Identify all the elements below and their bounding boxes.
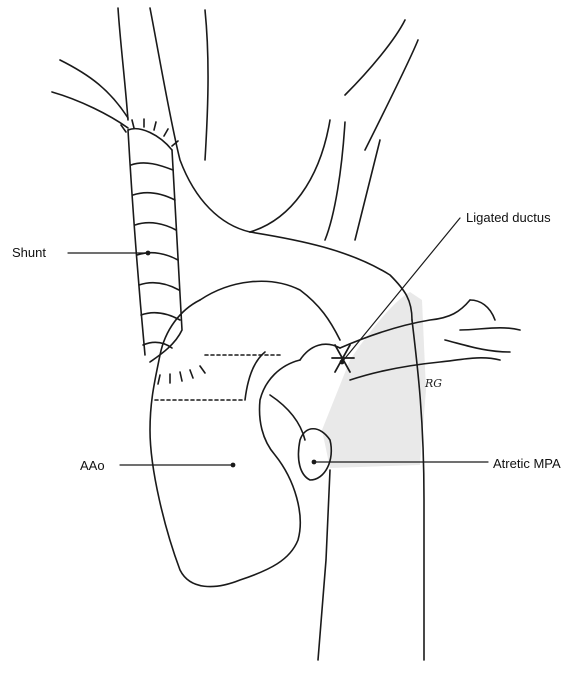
pulmonary-shaded-region <box>322 292 426 468</box>
aao-label: AAo <box>80 459 105 472</box>
aao-dot <box>231 463 236 468</box>
innominate-artery <box>52 8 250 232</box>
atretic-mpa-label: Atretic MPA <box>493 457 561 470</box>
artist-initials: RG <box>425 377 442 390</box>
shunt-dot <box>146 251 151 256</box>
ductus-dot <box>340 360 345 365</box>
head-vessels <box>250 20 418 240</box>
shunt-label: Shunt <box>12 246 46 259</box>
ligated-ductus-label: Ligated ductus <box>466 211 551 224</box>
leader-lines <box>68 218 488 465</box>
shunt-graft <box>121 119 205 384</box>
mpa-dot <box>312 460 317 465</box>
